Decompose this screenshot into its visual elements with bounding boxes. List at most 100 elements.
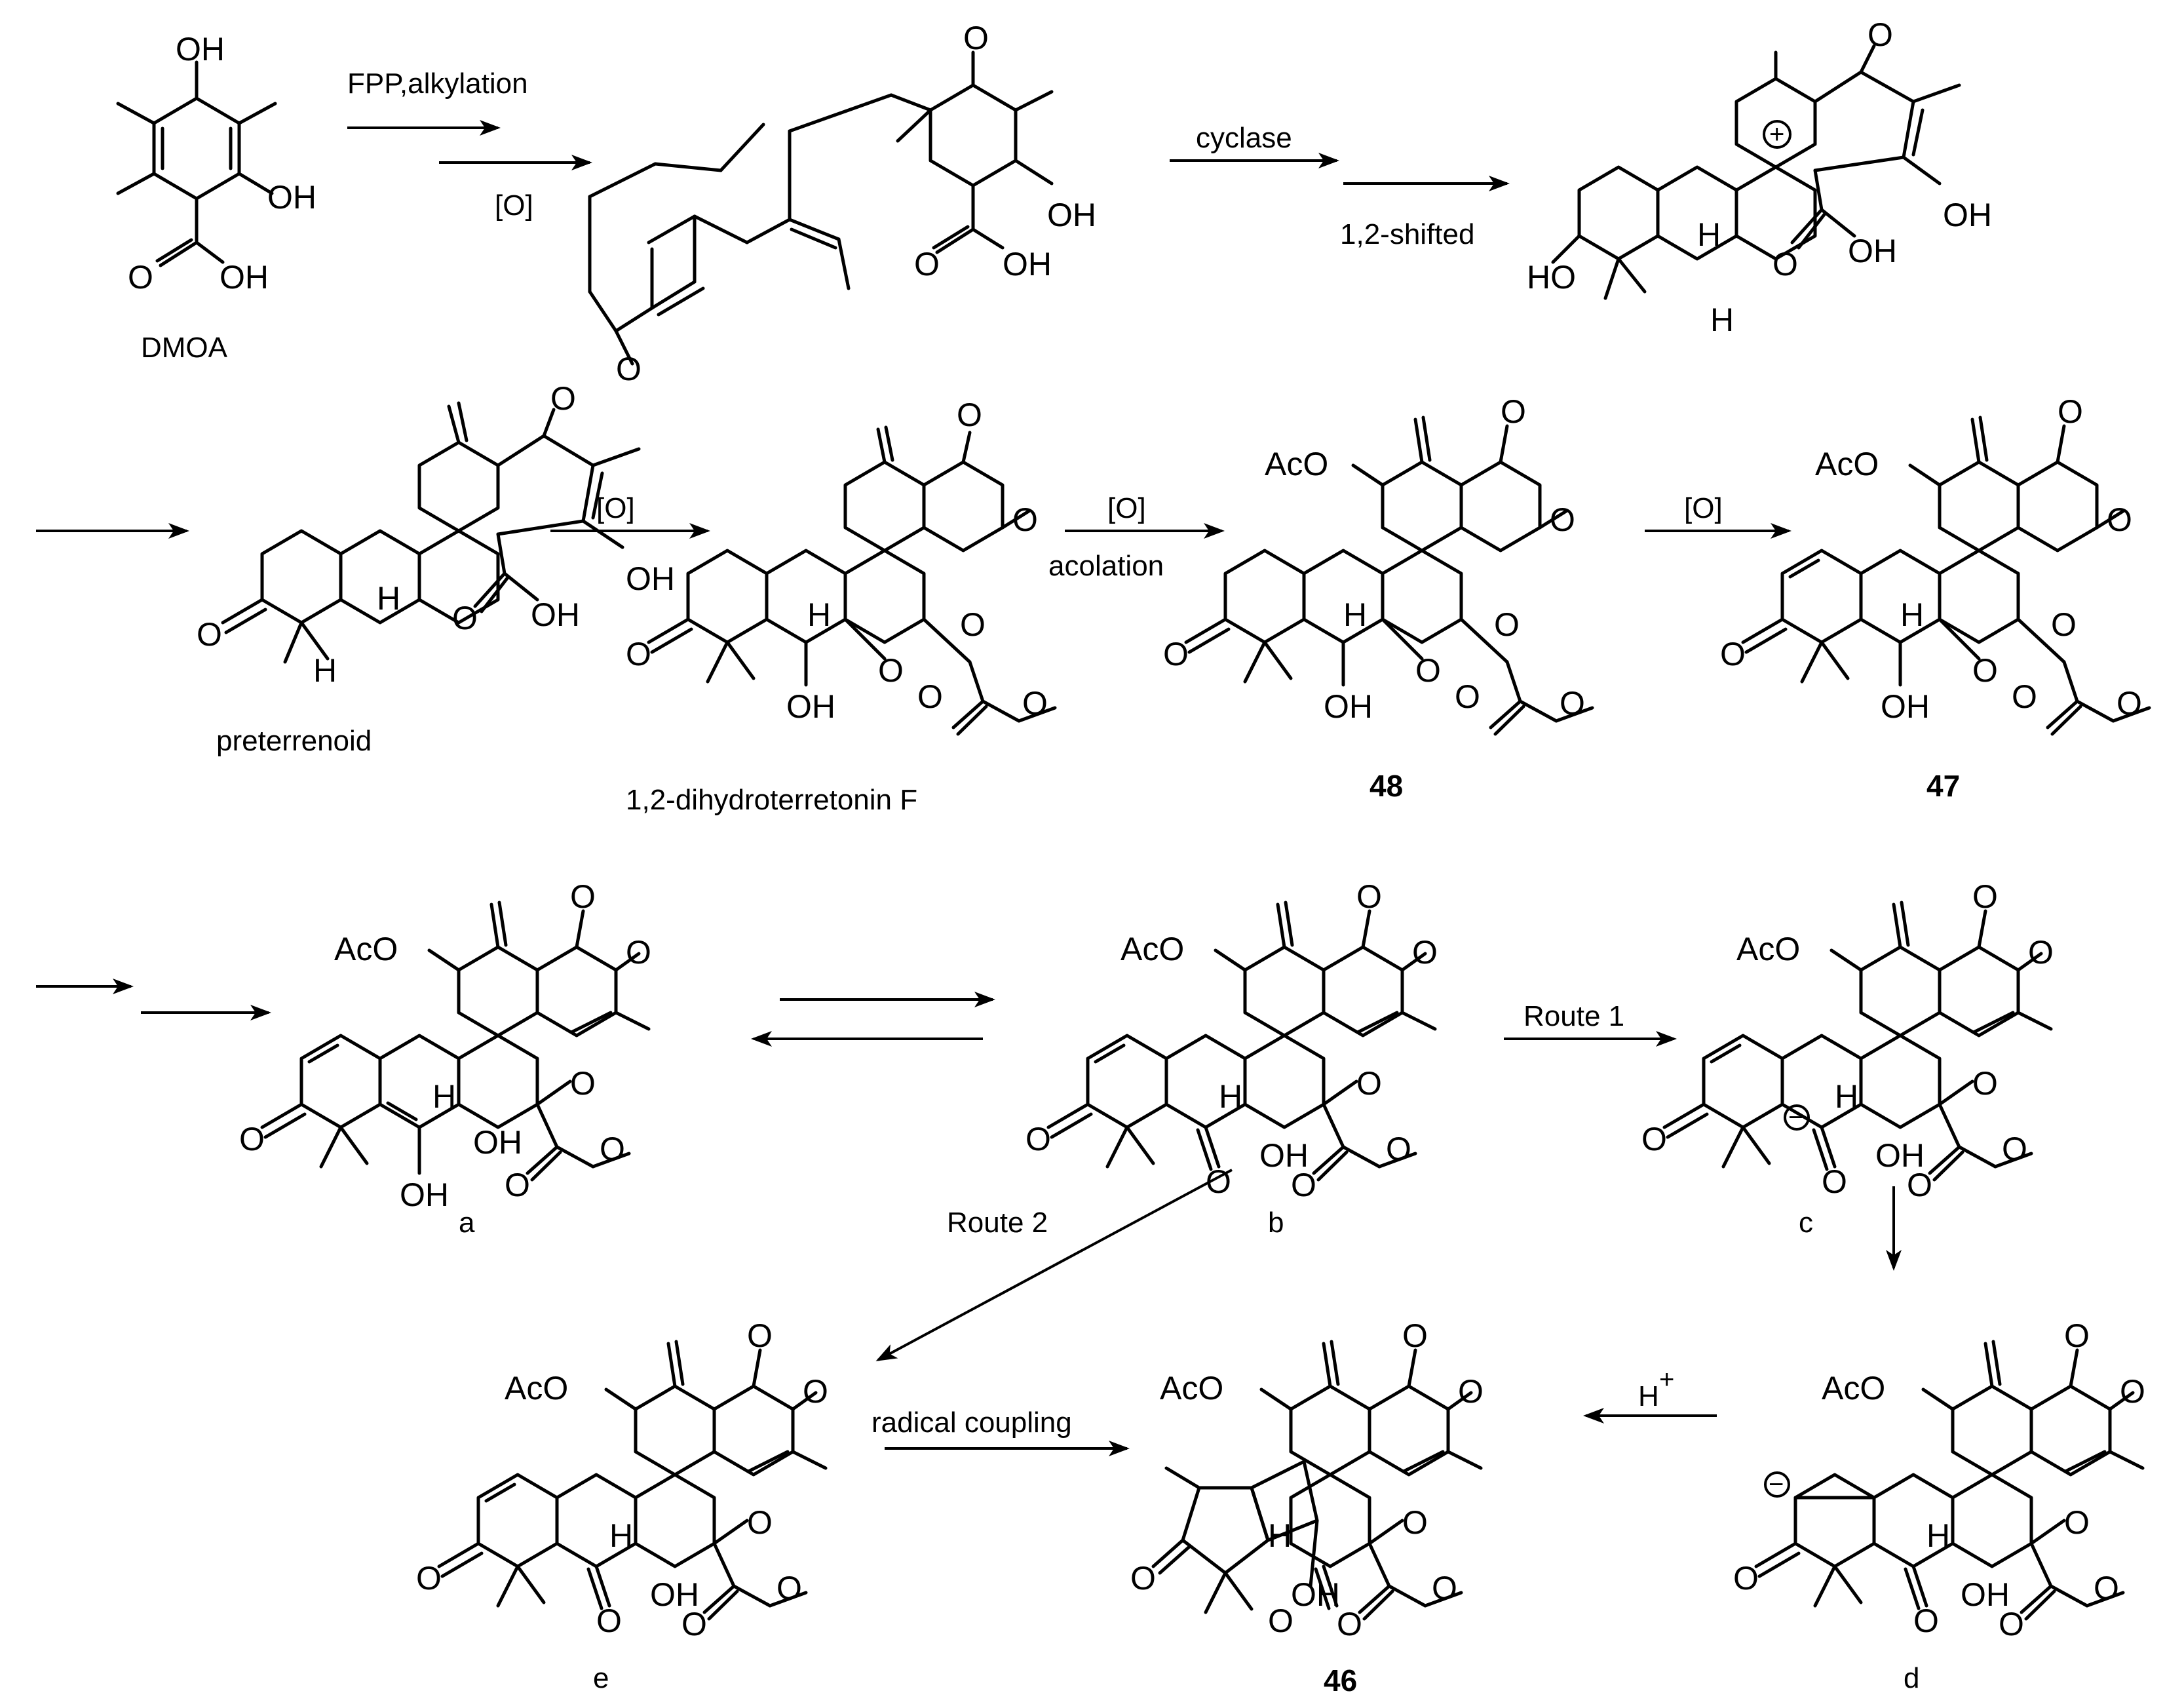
pt-oh-acid: OH: [531, 596, 580, 633]
d-o-furan: O: [2064, 1504, 2090, 1541]
c48-o-3: O: [1163, 636, 1189, 672]
carbocation-charge: [1763, 120, 1791, 149]
a-o-ester: O: [505, 1167, 530, 1203]
label-e: e: [593, 1662, 609, 1694]
c46-aco: AcO: [1160, 1370, 1223, 1407]
label-b: b: [1268, 1207, 1284, 1239]
preterrenoid-structure: [221, 401, 641, 664]
d-o-lactone: O: [2064, 1317, 2090, 1354]
route2-label: Route 2: [947, 1207, 1048, 1239]
cat-o-ketone: O: [1868, 16, 1893, 53]
label-c: c: [1799, 1207, 1813, 1239]
d-aco: AcO: [1822, 1370, 1885, 1407]
e-o-ring: O: [803, 1373, 828, 1410]
cat-o-acid: O: [1772, 246, 1798, 282]
e-h: H: [609, 1517, 633, 1554]
dmoa-o: O: [128, 259, 153, 296]
label-preterrenoid: preterrenoid: [216, 725, 372, 757]
d-o-methoxy: O: [2094, 1570, 2119, 1606]
arrow-route2: [875, 1169, 1233, 1361]
c48-h: H: [1343, 596, 1367, 633]
step2-top-label: cyclase: [1196, 122, 1292, 154]
c-o-lactone: O: [1972, 878, 1998, 915]
cation-plus: +: [1769, 120, 1784, 149]
b-o-lactone: O: [1356, 878, 1382, 915]
step1-bottom-label: [O]: [495, 189, 533, 222]
e-o-lactone: O: [747, 1317, 773, 1354]
c48-o-ester: O: [1455, 678, 1480, 715]
c47-o-methoxy: O: [2117, 685, 2142, 722]
step3-label: [O]: [596, 492, 635, 524]
c47-aco: AcO: [1815, 446, 1879, 482]
equilibrium-arrows: [751, 992, 995, 1047]
c-h: H: [1835, 1078, 1858, 1115]
c46-oh: OH: [1291, 1576, 1340, 1613]
label-dihydroterretonin: 1,2-dihydroterretonin F: [626, 784, 917, 816]
a-o-methoxy: O: [600, 1131, 625, 1167]
a-o-furan: O: [570, 1065, 596, 1102]
dmoa-structure: [116, 60, 277, 267]
label-d: d: [1904, 1662, 1919, 1694]
c47-o-ester: O: [2012, 678, 2037, 715]
c-carbanion-charge: [1784, 1104, 1810, 1131]
b-oh: OH: [1259, 1137, 1309, 1174]
protonation-label: H: [1638, 1380, 1659, 1412]
pt-o-ketone: O: [550, 380, 576, 417]
c-minus: −: [1788, 1103, 1803, 1132]
step2-bottom-label: 1,2-shifted: [1340, 218, 1474, 250]
cation-intermediate: [1551, 44, 1961, 300]
a-o-ring: O: [626, 934, 651, 971]
d-carbanion-charge: [1764, 1471, 1790, 1498]
step5-label: [O]: [1684, 492, 1723, 524]
c48-o-lactone: O: [1501, 393, 1526, 430]
c46-o-methoxy: O: [1432, 1570, 1457, 1606]
pt-h1: H: [377, 580, 400, 617]
c46-o-ester: O: [1337, 1606, 1362, 1642]
ep-oh-acid: OH: [1003, 246, 1052, 282]
e-o-furan: O: [747, 1504, 773, 1541]
intermediate-a-structure: [260, 901, 651, 1182]
c47-o-3: O: [1720, 636, 1746, 672]
radical-coupling-label: radical coupling: [872, 1407, 1072, 1439]
cat-oh: OH: [1943, 197, 1992, 233]
cat-h2: H: [1710, 301, 1734, 338]
b-o-ester: O: [1291, 1167, 1316, 1203]
b-o-3: O: [1025, 1121, 1051, 1157]
compound-47-structure: [1741, 416, 2151, 736]
label-47: 47: [1926, 769, 1960, 803]
intermediate-c-structure: [1662, 901, 2053, 1182]
c-o-ester: O: [1907, 1167, 1932, 1203]
c47-o-ketone: O: [2051, 606, 2077, 643]
step4-bottom-label: acolation: [1048, 550, 1164, 582]
c47-o-lactone: O: [2058, 393, 2083, 430]
c47-oh: OH: [1881, 688, 1930, 725]
d-o-ester: O: [1999, 1606, 2024, 1642]
ep-o-ketone: O: [963, 20, 989, 56]
c-o-methoxy: O: [2002, 1131, 2027, 1167]
e-o-3: O: [416, 1560, 442, 1597]
a-aco: AcO: [334, 931, 398, 967]
pt-h2: H: [313, 652, 337, 689]
c48-aco: AcO: [1265, 446, 1328, 482]
dh-h: H: [807, 596, 831, 633]
c-o-7: O: [1822, 1163, 1847, 1200]
c-o-furan: O: [1972, 1065, 1998, 1102]
d-minus: −: [1769, 1470, 1784, 1499]
c46-h: H: [1268, 1517, 1292, 1554]
arrow-step1: [347, 120, 592, 170]
dh-o-3: O: [626, 636, 651, 672]
pt-o-3: O: [197, 616, 222, 653]
protonation-plus: +: [1659, 1365, 1674, 1394]
e-oh: OH: [650, 1576, 699, 1613]
c-o-3: O: [1641, 1121, 1667, 1157]
c46-o-7: O: [1268, 1602, 1293, 1639]
a-o-3: O: [239, 1121, 265, 1157]
dh-o-7: O: [878, 652, 904, 689]
arrows-to-a: [36, 979, 271, 1020]
cat-oh-acid: OH: [1848, 233, 1897, 269]
c47-h: H: [1900, 596, 1924, 633]
d-o-3: O: [1733, 1560, 1759, 1597]
c48-o-ring: O: [1550, 501, 1575, 538]
d-o-7: O: [1913, 1602, 1939, 1639]
